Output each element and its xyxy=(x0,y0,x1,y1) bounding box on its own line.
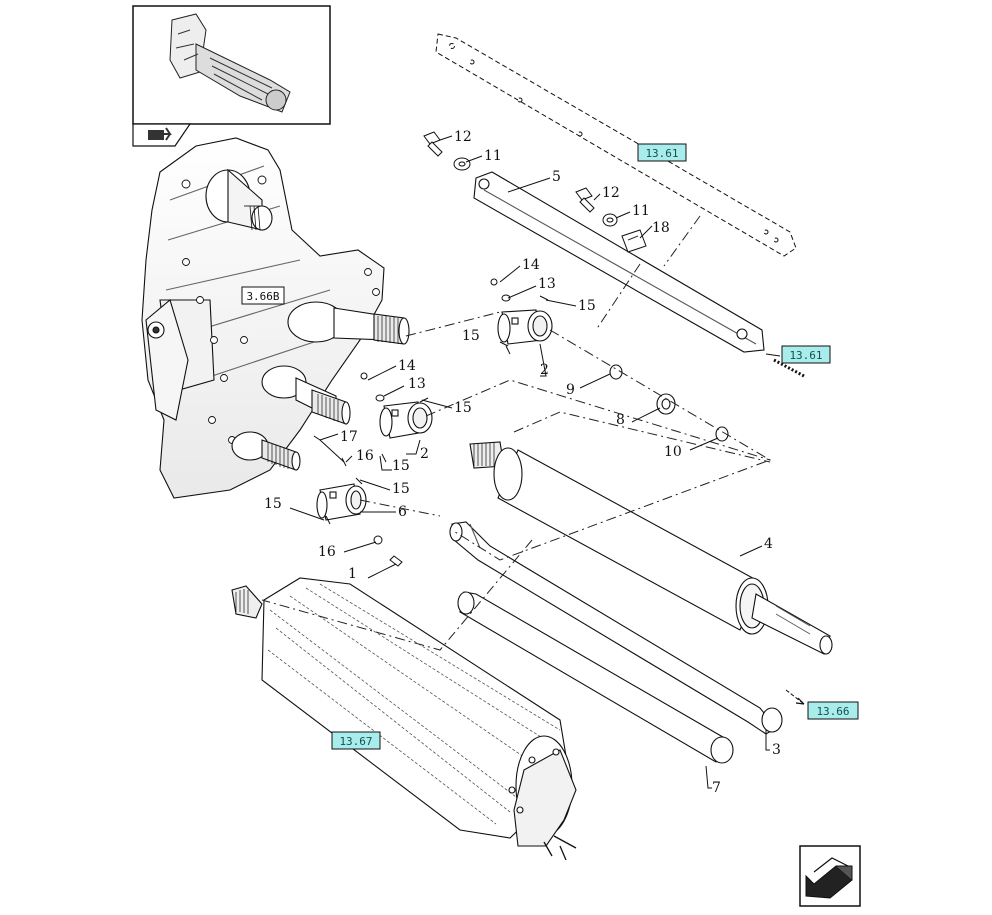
clip-18 xyxy=(621,229,647,253)
callout-11: 11 xyxy=(632,203,650,219)
navigation-tab[interactable] xyxy=(132,123,192,147)
thumbnail-machine-icon xyxy=(169,13,291,113)
bracket-arm-part-5 xyxy=(473,171,765,353)
callout-15: 15 xyxy=(578,298,596,314)
ref-label: 13.67 xyxy=(339,735,372,748)
ref-box-13-66[interactable]: 13.66 xyxy=(785,689,859,720)
callout-16: 16 xyxy=(318,544,336,560)
gearbox-housing xyxy=(141,137,385,499)
callout-14: 14 xyxy=(522,257,540,273)
gearbox-bolts xyxy=(181,175,380,444)
ref-label: 3.66B xyxy=(246,290,279,303)
support-bar xyxy=(435,33,797,257)
back-nav-button[interactable] xyxy=(799,845,861,907)
washer-11-lower xyxy=(602,213,618,227)
callout-15: 15 xyxy=(454,400,472,416)
roller-shaft-part-4 xyxy=(469,441,833,655)
shaft-part-3 xyxy=(449,521,783,735)
top-output-shaft xyxy=(205,168,273,231)
callout-9: 9 xyxy=(566,382,575,398)
callout-labels: 12 11 5 12 11 18 14 13 15 15 2 9 8 10 14… xyxy=(264,129,781,796)
callout-15: 15 xyxy=(392,458,410,474)
callout-17: 17 xyxy=(340,429,358,445)
callout-5: 5 xyxy=(552,169,561,185)
callout-13: 13 xyxy=(408,376,426,392)
callout-2: 2 xyxy=(540,362,549,378)
callout-7: 7 xyxy=(712,780,721,796)
shaft-part-7 xyxy=(457,591,734,764)
bushing-6 xyxy=(316,483,367,521)
callout-12: 12 xyxy=(602,185,620,201)
folder-arrow-icon xyxy=(148,127,172,141)
callout-10: 10 xyxy=(664,444,682,460)
ref-box-13-61-top[interactable]: 13.61 xyxy=(637,143,687,162)
callout-16: 16 xyxy=(356,448,374,464)
overview-thumbnail[interactable] xyxy=(132,5,331,125)
callout-13: 13 xyxy=(538,276,556,292)
callout-6: 6 xyxy=(398,504,407,520)
bushing-2-upper xyxy=(497,309,553,345)
bolt-12-lower xyxy=(575,187,595,213)
ref-label: 13.61 xyxy=(789,349,822,362)
shaft-c xyxy=(231,431,301,471)
ref-box-3-66b[interactable]: 3.66B xyxy=(241,286,285,305)
callout-4: 4 xyxy=(764,536,773,552)
ref-label: 13.66 xyxy=(816,705,849,718)
ref-label: 13.61 xyxy=(645,147,678,160)
callout-15: 15 xyxy=(462,328,480,344)
roller-drum-assembly xyxy=(231,577,577,861)
bearing-8 xyxy=(656,393,676,415)
ref-box-13-67[interactable]: 13.67 xyxy=(331,731,381,750)
shaft-b xyxy=(261,365,351,425)
callout-11: 11 xyxy=(484,148,502,164)
washer-11-upper xyxy=(453,157,471,171)
leader-lines xyxy=(289,135,770,789)
callout-18: 18 xyxy=(652,220,670,236)
callout-14: 14 xyxy=(398,358,416,374)
bolt-12-upper xyxy=(423,131,443,157)
callout-15: 15 xyxy=(392,481,410,497)
callout-1: 1 xyxy=(348,566,357,582)
shaft-a xyxy=(287,301,410,345)
small-pins xyxy=(313,278,549,567)
bushing-2-lower xyxy=(379,401,433,439)
callout-8: 8 xyxy=(616,412,625,428)
callout-3: 3 xyxy=(772,742,781,758)
back-arrow-icon xyxy=(805,857,853,899)
snap-ring-10 xyxy=(715,426,729,442)
callout-15: 15 xyxy=(264,496,282,512)
callout-12: 12 xyxy=(454,129,472,145)
ref-box-13-61-right[interactable]: 13.61 xyxy=(765,345,831,378)
callout-2: 2 xyxy=(420,446,429,462)
